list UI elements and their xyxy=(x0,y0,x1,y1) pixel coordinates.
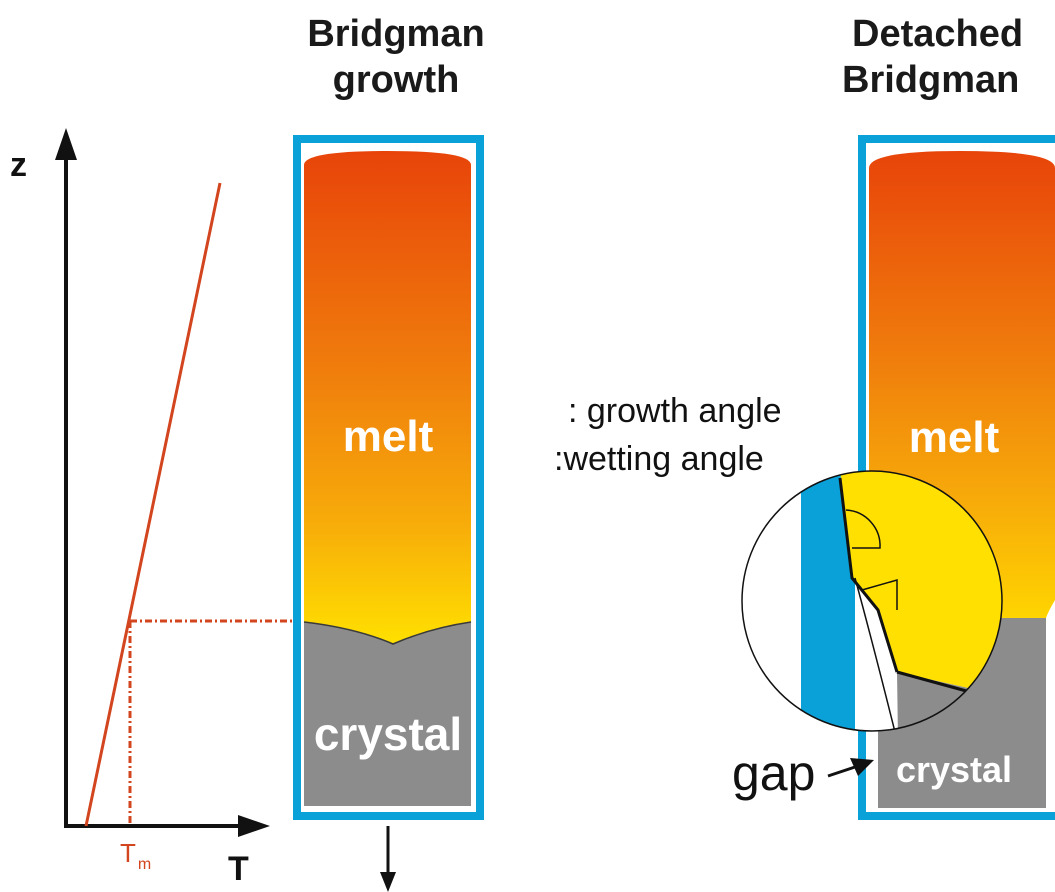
right-crystal-label: crystal xyxy=(896,749,1012,790)
gap-arrow xyxy=(827,758,874,778)
left-solid-liquid-interface xyxy=(303,621,472,645)
right-title-line2: Bridgman xyxy=(842,59,1019,101)
temperature-axes xyxy=(55,128,270,837)
z-axis-arrowhead xyxy=(55,128,77,160)
gap-label: gap xyxy=(732,745,815,801)
left-title-line1: Bridgman xyxy=(307,13,484,55)
z-axis-label: z xyxy=(10,146,27,184)
left-melt-region xyxy=(304,151,471,644)
left-crucible xyxy=(293,135,484,820)
t-axis-arrowhead xyxy=(238,815,270,837)
t-axis-label: T xyxy=(228,850,249,888)
growth-angle-marker xyxy=(861,579,898,610)
left-crystal-region xyxy=(304,622,471,806)
left-crystal-label: crystal xyxy=(314,708,462,760)
meniscus-contour xyxy=(838,477,899,673)
left-title-line2: growth xyxy=(333,59,460,101)
growth-angle-note: : growth angle xyxy=(568,392,782,430)
crystal-edge xyxy=(854,577,898,731)
temperature-profile-line xyxy=(84,182,222,827)
zoom-solid-liquid-interface xyxy=(896,670,971,694)
right-title-line1: Detached xyxy=(852,13,1023,55)
left-melt-label: melt xyxy=(343,412,434,461)
zoom-circle-outline xyxy=(741,470,1003,732)
wetting-angle-note: :wetting angle xyxy=(554,440,764,478)
left-crucible-wall xyxy=(293,135,484,820)
zoom-melt-region xyxy=(840,471,1002,688)
wetting-angle-marker xyxy=(845,509,881,549)
pull-direction-arrow xyxy=(380,826,396,892)
right-melt-label: melt xyxy=(909,413,1000,462)
